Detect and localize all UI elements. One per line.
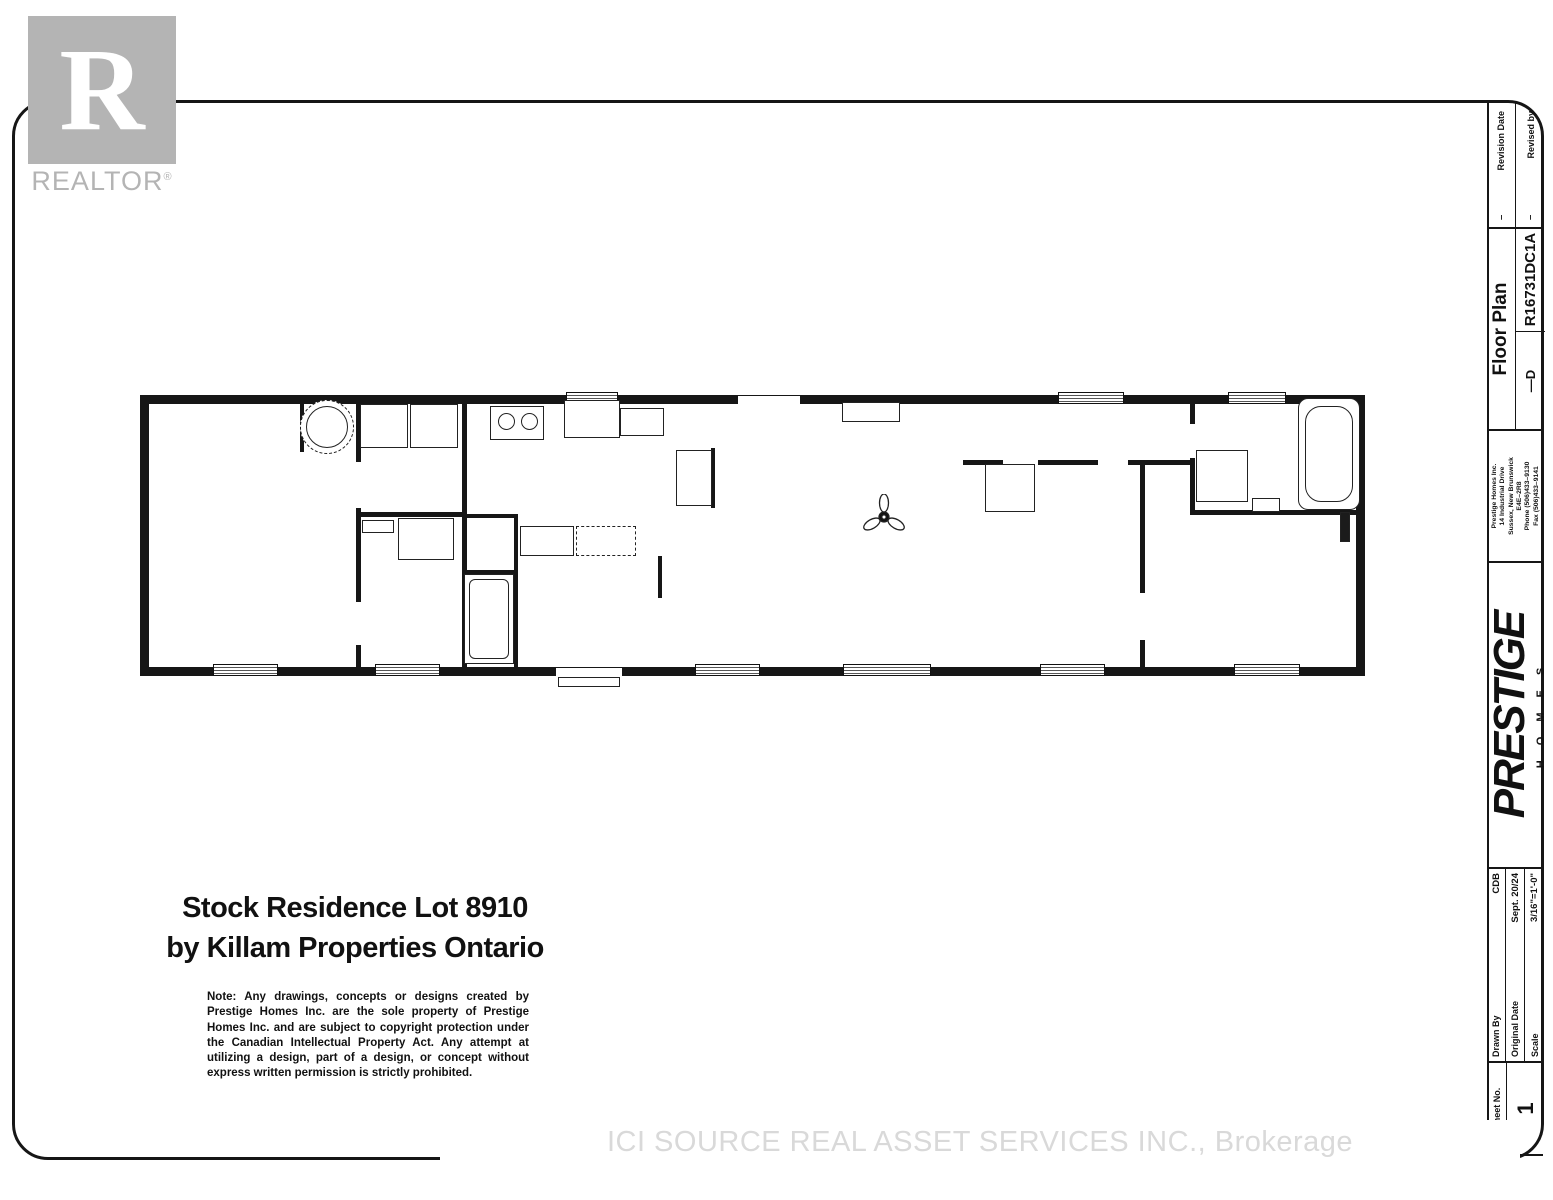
drawn-by-value: CDB <box>1490 873 1502 894</box>
revised-by-value: – <box>1525 214 1536 220</box>
wall <box>1140 460 1145 593</box>
prestige-logo-sub: H O M E S <box>1535 661 1547 769</box>
wh2-heater <box>306 406 348 448</box>
bath2-toilet-tank <box>362 520 394 533</box>
wall <box>658 556 662 598</box>
project-title-line2: by Killam Properties Ontario <box>166 932 544 965</box>
wall <box>1190 458 1195 513</box>
titleblock-hline <box>1487 561 1543 563</box>
shower-inner <box>469 579 509 659</box>
titleblock-hline <box>1487 429 1543 431</box>
washer <box>360 404 408 448</box>
window <box>375 664 440 676</box>
dryer <box>410 404 458 448</box>
company-address-line: 14 Industrial Drive <box>1499 466 1507 526</box>
window <box>1228 392 1286 404</box>
realtor-word-text: REALTOR <box>31 166 164 196</box>
company-address-line: Fax (506)433–9141 <box>1532 466 1540 526</box>
project-title-line1: Stock Residence Lot 8910 <box>182 892 528 924</box>
wall <box>356 508 361 602</box>
wall <box>1190 404 1195 424</box>
company-address-line: Prestige Homes Inc. <box>1490 463 1498 529</box>
original-date-label: Original Date <box>1510 1000 1520 1057</box>
realtor-wordmark: REALTOR® <box>16 166 188 197</box>
window <box>213 664 278 676</box>
window <box>695 664 760 676</box>
original-date-value: Sept. 20/24 <box>1509 873 1521 923</box>
wall <box>356 645 361 667</box>
revision-date-label: Revision Date <box>1496 111 1506 171</box>
company-address-line: Phone (506)433–9130 <box>1524 461 1532 531</box>
elec-panel <box>1340 512 1350 542</box>
revision-date-value: – <box>1495 214 1507 220</box>
project-title: Stock Residence Lot 8910 by Killam Prope… <box>150 888 560 968</box>
wall <box>140 395 149 676</box>
drawn-by-label: Drawn By <box>1491 1015 1501 1057</box>
company-address-line: E4E–2R8 <box>1516 481 1523 511</box>
window <box>1234 664 1300 676</box>
wall <box>1038 460 1098 465</box>
realtor-logo-icon: R <box>28 16 176 164</box>
scale-value: 3/16"=1'-0" <box>1529 873 1540 923</box>
wall <box>356 404 361 462</box>
tub-inner <box>1305 406 1353 502</box>
wall <box>462 404 467 667</box>
burner <box>521 413 538 430</box>
burner <box>498 413 515 430</box>
wall <box>963 460 1003 465</box>
fridge <box>520 526 574 556</box>
window <box>1058 392 1124 404</box>
dishwasher <box>620 408 664 436</box>
revised-by-label: Revised by <box>1525 111 1536 159</box>
scale-label: Scale <box>1529 1033 1540 1057</box>
realtor-r-letter: R <box>59 24 145 155</box>
ceiling-fan-icon <box>863 494 905 531</box>
door-opening <box>556 668 622 676</box>
titleblock-revision-section: – Revision Date – Revised by <box>1487 103 1545 228</box>
wall <box>462 514 516 518</box>
wall <box>711 448 715 508</box>
prestige-logo: PRESTIGE <box>1485 611 1534 819</box>
bath1-vanity <box>1196 450 1248 502</box>
titleblock-logo-section: PRESTIGE H O M E S <box>1485 562 1547 868</box>
titleblock-hline <box>1487 867 1543 869</box>
titleblock-hline <box>1487 227 1543 229</box>
sheet-title: Floor Plan <box>1490 282 1511 376</box>
mini-split-prep <box>842 402 900 422</box>
wall <box>1190 510 1365 515</box>
linen-closet <box>985 464 1035 512</box>
wall <box>356 512 464 517</box>
db-cabinet <box>576 526 636 556</box>
wall <box>1140 640 1145 667</box>
door-opening <box>738 396 800 404</box>
wall <box>462 570 516 574</box>
wall <box>1356 395 1365 676</box>
company-address-line: Sussex, New Brunswick <box>1507 457 1515 535</box>
kitchen-island <box>676 450 712 506</box>
bath2-vanity <box>398 518 454 560</box>
window <box>1040 664 1105 676</box>
revision-letter: —D <box>1516 331 1545 430</box>
drawing-number: R16731DC1A <box>1522 232 1539 327</box>
kitchen-sink <box>564 400 620 438</box>
bath1-toilet-base <box>1252 498 1280 512</box>
registered-mark: ® <box>163 171 173 183</box>
brokerage-watermark: ICI SOURCE REAL ASSET SERVICES INC., Bro… <box>440 1120 1520 1164</box>
window <box>843 664 931 676</box>
entry-step <box>558 677 620 687</box>
wall <box>1128 460 1192 465</box>
titleblock-hline <box>1487 1061 1543 1063</box>
copyright-note: Note: Any drawings, concepts or designs … <box>207 991 529 1080</box>
wall <box>514 514 518 667</box>
sheet-no-value: 1 <box>1513 1102 1538 1115</box>
titleblock-title-section: Floor Plan —D R16731DC1A <box>1487 228 1545 430</box>
titleblock-info-section: Drawn By CDB Original Date Sept. 20/24 S… <box>1487 868 1545 1062</box>
titleblock-divider <box>1487 103 1489 1152</box>
